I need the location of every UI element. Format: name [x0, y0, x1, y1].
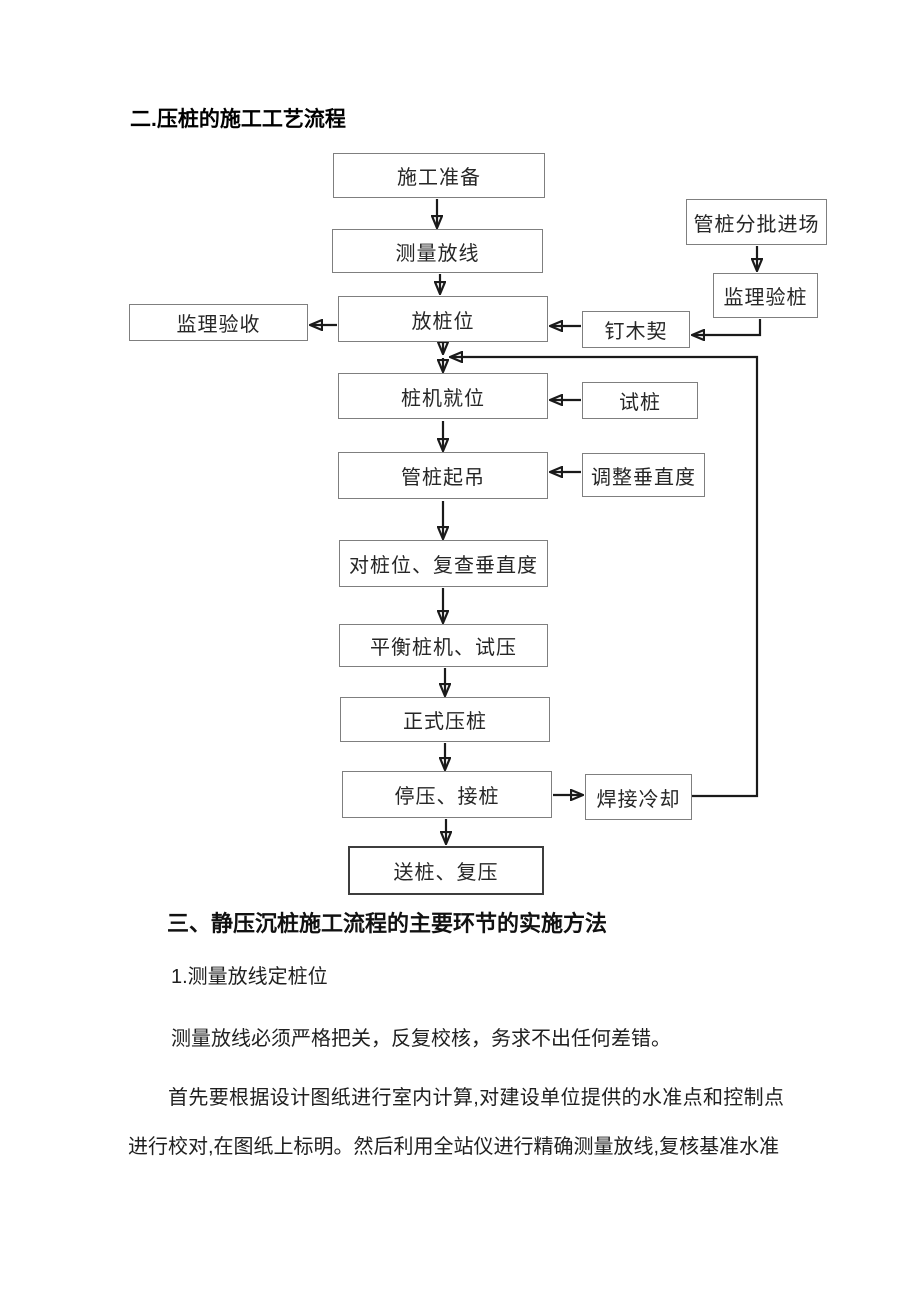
section3-heading: 三、静压沉桩施工流程的主要环节的实施方法: [167, 911, 608, 936]
paragraph-2: 首先要根据设计图纸进行室内计算,对建设单位提供的水准点和控制点进行校对,在图纸上…: [128, 1087, 784, 1158]
flow-box-survey-and-layout: 测量放线: [332, 229, 543, 273]
flow-box-send-pile-re-pressing: 送桩、复压: [348, 846, 544, 895]
flow-box-align-pile-position-recheck-verticality: 对桩位、复查垂直度: [339, 540, 548, 587]
paragraph-1: 测量放线必须严格把关，反复校核，务求不出任何差错。: [171, 1028, 671, 1050]
flow-box-pipe-pile-hoisting: 管桩起吊: [338, 452, 548, 499]
arrow-inspection-to-wedge: [694, 319, 762, 335]
flow-box-pipe-piles-arrive-in-batches: 管桩分批进场: [686, 199, 827, 245]
flow-box-adjust-verticality: 调整垂直度: [582, 453, 705, 497]
flow-box-balance-rig-trial-pressing: 平衡桩机、试压: [339, 624, 548, 667]
item1-heading: 1.测量放线定桩位: [171, 966, 328, 988]
flow-box-trial-pile: 试桩: [582, 382, 698, 419]
section2-heading: 二.压桩的施工工艺流程: [130, 108, 346, 131]
flow-box-construction-preparation: 施工准备: [333, 153, 545, 198]
feedback-line-weldcool-to-junction: [452, 357, 759, 798]
flow-box-pile-rig-in-position: 桩机就位: [338, 373, 548, 419]
flow-box-set-pile-position: 放桩位: [338, 296, 548, 342]
flow-box-formal-pile-pressing: 正式压桩: [340, 697, 550, 742]
flow-box-nail-wooden-wedge: 钉木契: [582, 311, 690, 348]
flow-box-supervision-pile-inspection: 监理验桩: [713, 273, 818, 318]
flow-box-supervision-acceptance: 监理验收: [129, 304, 308, 341]
flow-box-weld-cooling: 焊接冷却: [585, 774, 692, 820]
flow-box-stop-pressing-splice-pile: 停压、接桩: [342, 771, 552, 818]
